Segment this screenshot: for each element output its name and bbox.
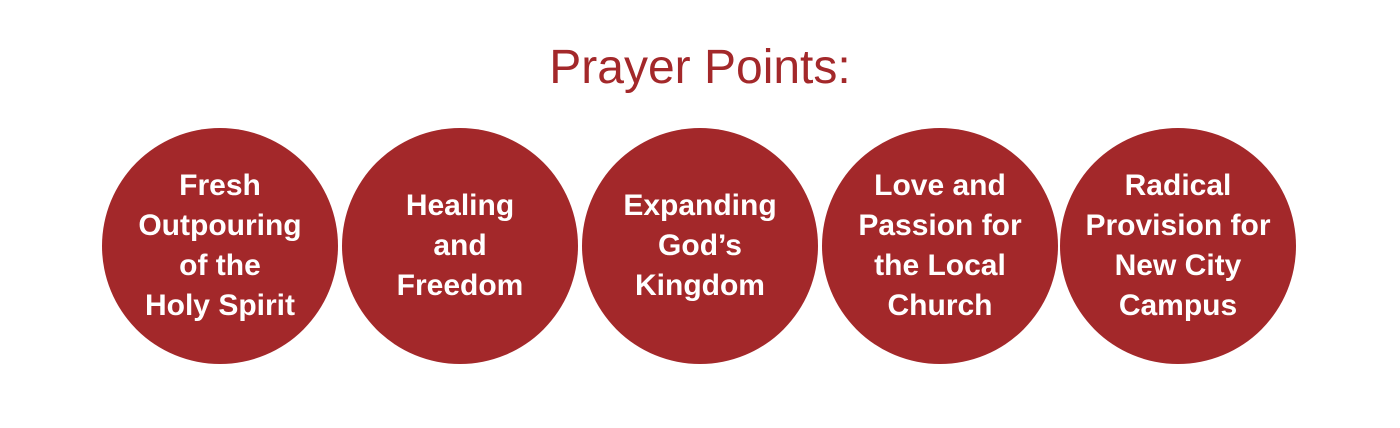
prayer-point-circle: Expanding God’s Kingdom	[582, 128, 818, 364]
prayer-points-list: Fresh Outpouring of the Holy Spirit Heal…	[0, 128, 1400, 368]
prayer-point-label: Fresh Outpouring of the Holy Spirit	[138, 169, 302, 322]
prayer-point-label: Radical Provision for New City Campus	[1085, 169, 1271, 322]
prayer-point-label: Expanding God’s Kingdom	[623, 189, 777, 302]
prayer-point-circle: Radical Provision for New City Campus	[1060, 128, 1296, 364]
page-title: Prayer Points:	[549, 41, 851, 94]
prayer-point-circle: Fresh Outpouring of the Holy Spirit	[102, 128, 338, 364]
prayer-point-label: Healing and Freedom	[396, 189, 524, 302]
prayer-point-circle: Love and Passion for the Local Church	[822, 128, 1058, 364]
prayer-point-circle: Healing and Freedom	[342, 128, 578, 364]
prayer-point-label: Love and Passion for the Local Church	[858, 169, 1022, 322]
